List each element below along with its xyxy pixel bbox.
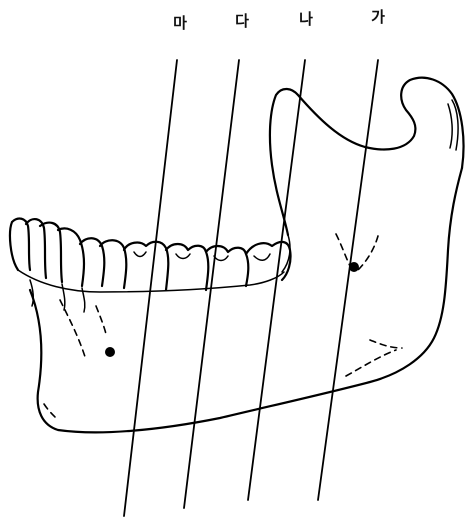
internal-features xyxy=(44,234,402,418)
mylohyoid-ridge xyxy=(44,404,56,418)
section-line-ma xyxy=(124,60,177,516)
section-label-ga: 가 xyxy=(371,8,385,26)
condyle-outline xyxy=(365,78,464,168)
angle-marks xyxy=(346,340,402,376)
sigmoid-notch-and-coronoid xyxy=(270,89,365,235)
mandible-lower-border xyxy=(30,168,462,432)
teeth-row xyxy=(10,219,291,312)
condyle-shading xyxy=(448,100,458,150)
molars xyxy=(124,242,291,290)
section-label-ma: 마 xyxy=(173,14,187,32)
section-label-da: 다 xyxy=(235,12,249,30)
section-label-na: 나 xyxy=(299,10,313,28)
section-labels: 마 다 나 가 xyxy=(173,8,385,32)
section-line-na xyxy=(248,60,305,500)
section-lines xyxy=(124,60,378,516)
incisors xyxy=(10,219,62,282)
oblique-line xyxy=(60,300,106,360)
alveolar-ridges xyxy=(30,280,85,312)
premolars xyxy=(80,238,126,288)
mental-foramen xyxy=(105,347,115,357)
section-line-da xyxy=(184,60,239,508)
